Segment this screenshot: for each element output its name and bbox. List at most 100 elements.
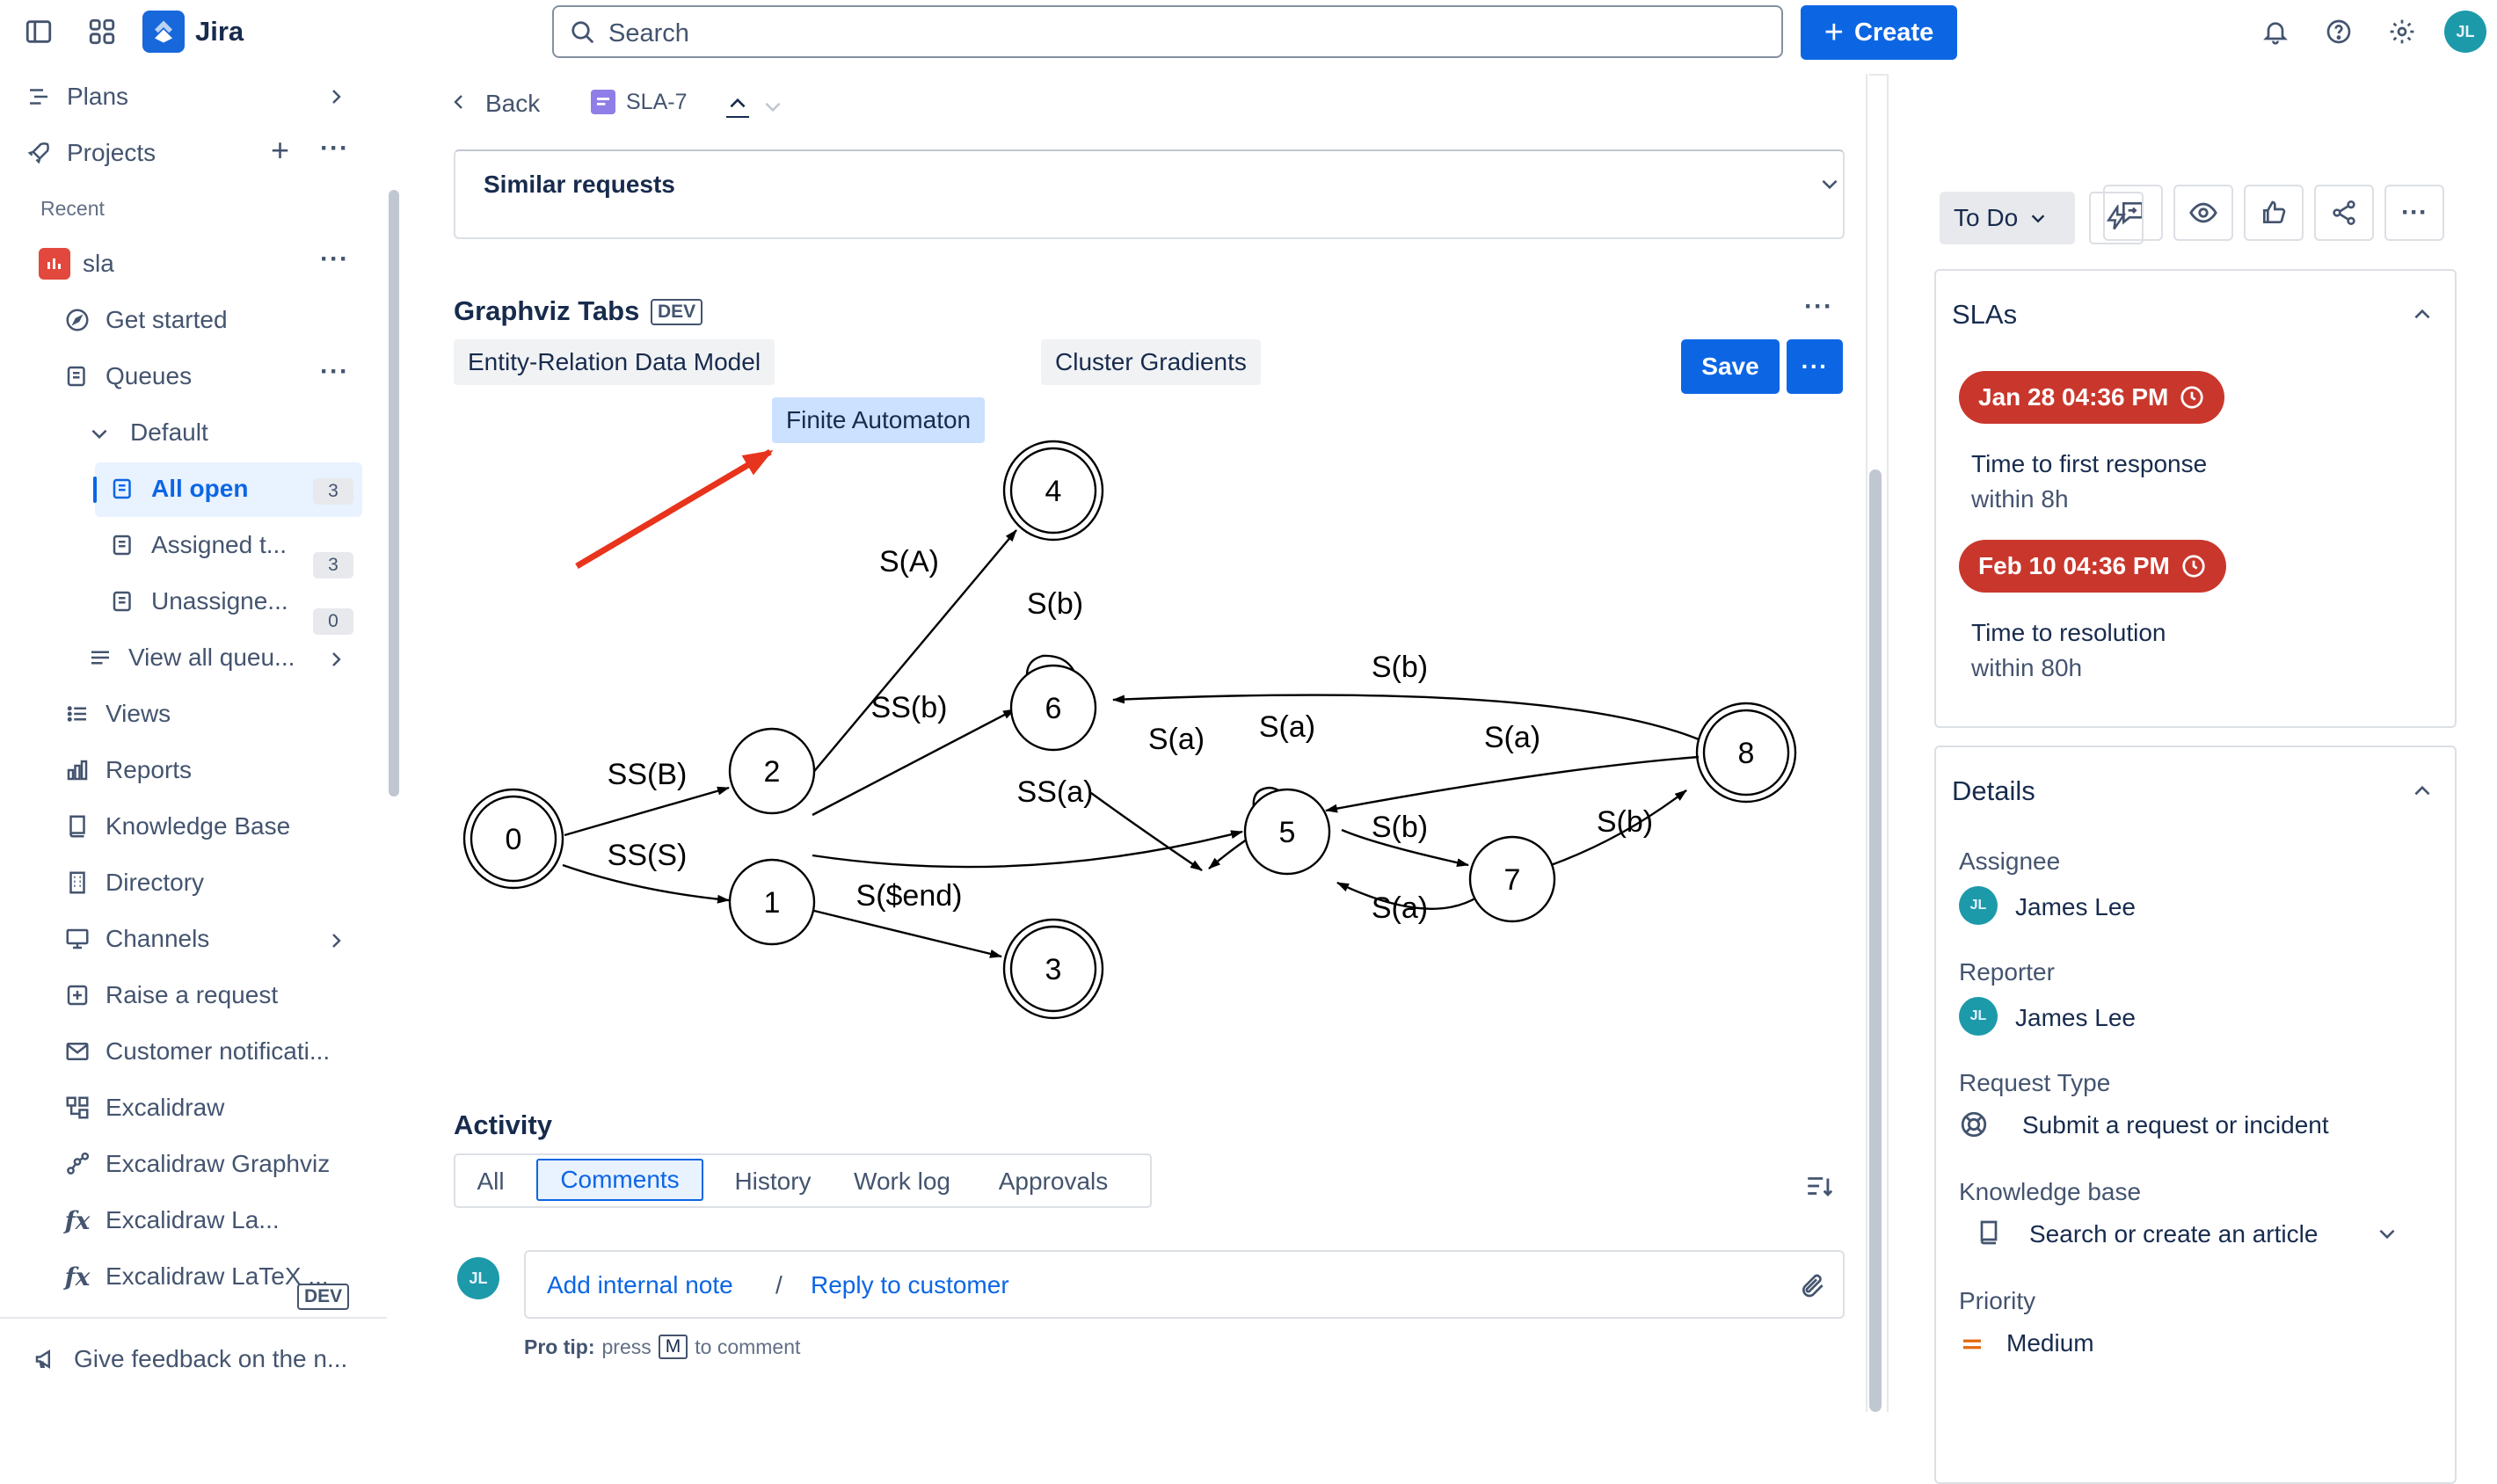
- sidebar-item-excalidraw-la[interactable]: fx Excalidraw La...: [62, 1204, 280, 1236]
- chevron-left-icon[interactable]: [448, 91, 470, 113]
- tab-history[interactable]: History: [734, 1168, 812, 1195]
- sidebar-item-excalidraw-latex[interactable]: fx Excalidraw LaTeX ...: [62, 1261, 329, 1292]
- tab-entity-relation[interactable]: Entity-Relation Data Model: [454, 339, 775, 385]
- priority-value[interactable]: Medium: [2006, 1329, 2094, 1357]
- compass-icon: [62, 304, 93, 336]
- main-scrollbar[interactable]: [1869, 469, 1882, 1412]
- kb-search-field[interactable]: Search or create an article: [2029, 1220, 2319, 1248]
- more-actions-icon[interactable]: ···: [2384, 185, 2444, 241]
- back-link[interactable]: Back: [485, 90, 541, 117]
- assignee-value[interactable]: James Lee: [2015, 893, 2136, 920]
- user-avatar[interactable]: JL: [2444, 11, 2486, 53]
- sidebar-item-views[interactable]: Views: [62, 698, 171, 730]
- status-label: To Do: [1954, 204, 2019, 231]
- sidebar-item-get-started[interactable]: Get started: [62, 304, 228, 336]
- edge-label: S(b): [1372, 651, 1428, 684]
- chevron-right-icon[interactable]: [325, 930, 346, 951]
- reply-to-customer-link[interactable]: Reply to customer: [811, 1271, 1009, 1298]
- more-actions-icon[interactable]: ···: [320, 134, 349, 163]
- sidebar-item-knowledge-base[interactable]: Knowledge Base: [62, 811, 290, 842]
- give-feedback-link[interactable]: Give feedback on the n...: [30, 1343, 347, 1375]
- project-more-icon[interactable]: ···: [320, 244, 349, 273]
- queues-more-icon[interactable]: ···: [320, 357, 349, 386]
- tab-all[interactable]: All: [477, 1168, 505, 1195]
- graphviz-more-icon[interactable]: ···: [1804, 292, 1833, 321]
- sidebar-item-label: Excalidraw Graphviz: [106, 1150, 331, 1177]
- sidebar-item-plans[interactable]: Plans: [23, 81, 128, 113]
- request-type-value[interactable]: Submit a request or incident: [2022, 1111, 2329, 1138]
- tab-work-log[interactable]: Work log: [854, 1168, 950, 1195]
- node-label: 5: [1279, 816, 1296, 849]
- jira-logo-icon[interactable]: [142, 11, 185, 53]
- chevron-down-icon[interactable]: [88, 422, 111, 445]
- tab-cluster-gradients[interactable]: Cluster Gradients: [1041, 339, 1261, 385]
- sidebar-item-project-sla[interactable]: sla: [39, 248, 114, 280]
- share-icon[interactable]: [2314, 185, 2374, 241]
- sidebar-item-customer-notifications[interactable]: Customer notificati...: [62, 1036, 330, 1067]
- sidebar-scrollbar[interactable]: [389, 190, 399, 797]
- details-title: Details: [1952, 775, 2035, 806]
- save-button[interactable]: Save: [1681, 339, 1780, 394]
- dev-tag: DEV: [297, 1284, 350, 1310]
- sidebar-item-label: All open: [151, 475, 249, 502]
- sidebar-item-channels[interactable]: Channels: [62, 923, 209, 955]
- sidebar-toggle-icon[interactable]: [14, 7, 63, 56]
- feedback-chat-icon[interactable]: [2103, 185, 2163, 241]
- chevron-down-icon[interactable]: [1818, 172, 1841, 195]
- status-dropdown[interactable]: To Do: [1940, 192, 2075, 244]
- reporter-avatar: JL: [1959, 997, 1998, 1036]
- function-fx-icon: fx: [64, 1262, 91, 1291]
- issue-key[interactable]: SLA-7: [626, 90, 688, 114]
- sidebar-item-unassigned[interactable]: Unassigne...: [107, 586, 288, 617]
- details-panel: Details Assignee JL James Lee Reporter J…: [1934, 746, 2457, 1484]
- add-project-plus-icon[interactable]: +: [271, 132, 290, 168]
- thumbs-up-icon[interactable]: [2244, 185, 2304, 241]
- chevron-right-icon[interactable]: [325, 86, 346, 107]
- reporter-value[interactable]: James Lee: [2015, 1004, 2136, 1031]
- selected-indicator: [93, 476, 97, 503]
- sla-goal: within 80h: [1971, 654, 2083, 681]
- chevron-down-icon[interactable]: [761, 95, 784, 118]
- tab-comments[interactable]: Comments: [536, 1159, 703, 1201]
- watch-eye-icon[interactable]: [2173, 185, 2233, 241]
- sidebar-item-raise-request[interactable]: Raise a request: [62, 979, 278, 1011]
- app-name[interactable]: Jira: [195, 16, 244, 47]
- sidebar-item-excalidraw-graphviz[interactable]: Excalidraw Graphviz: [62, 1148, 330, 1180]
- app-switcher-icon[interactable]: [77, 7, 127, 56]
- edge-label: S(a): [1484, 721, 1540, 754]
- all-open-row[interactable]: All open: [107, 473, 248, 505]
- chevron-down-icon[interactable]: [2376, 1222, 2399, 1245]
- search-input[interactable]: Search: [552, 5, 1783, 58]
- notifications-bell-icon[interactable]: [2251, 7, 2300, 56]
- sidebar-item-directory[interactable]: Directory: [62, 867, 204, 898]
- sort-icon[interactable]: [1804, 1171, 1834, 1201]
- keyboard-key-m: M: [658, 1335, 688, 1359]
- edge-0-2: [564, 786, 730, 837]
- sidebar-item-excalidraw[interactable]: Excalidraw: [62, 1092, 224, 1124]
- similar-requests-panel[interactable]: Similar requests: [454, 149, 1845, 239]
- search-placeholder: Search: [608, 19, 689, 47]
- chevron-up-icon[interactable]: [726, 91, 749, 114]
- tab-finite-automaton[interactable]: Finite Automaton: [772, 397, 986, 443]
- chevron-right-icon[interactable]: [325, 649, 346, 670]
- attachment-icon[interactable]: [1799, 1271, 1827, 1299]
- divider: [1866, 74, 1867, 1412]
- help-icon[interactable]: [2314, 7, 2363, 56]
- megaphone-icon: [30, 1343, 62, 1375]
- add-internal-note-link[interactable]: Add internal note: [547, 1271, 733, 1298]
- tab-approvals[interactable]: Approvals: [998, 1168, 1109, 1195]
- chevron-up-icon[interactable]: [2411, 779, 2434, 802]
- comment-box[interactable]: Add internal note / Reply to customer: [524, 1250, 1845, 1319]
- sidebar-item-view-all-queues[interactable]: View all queu...: [84, 642, 295, 673]
- settings-gear-icon[interactable]: [2377, 7, 2427, 56]
- save-options-icon[interactable]: ···: [1787, 339, 1843, 394]
- chevron-up-icon[interactable]: [2411, 302, 2434, 325]
- automation-lightning-icon[interactable]: [2089, 192, 2144, 244]
- sidebar-item-reports[interactable]: Reports: [62, 754, 192, 786]
- create-button[interactable]: + Create: [1801, 5, 1957, 60]
- sidebar-item-queues[interactable]: Queues: [62, 360, 192, 392]
- sidebar-item-assigned[interactable]: Assigned t...: [107, 529, 287, 561]
- sidebar-item-projects[interactable]: Projects: [23, 137, 156, 169]
- clock-icon: [2182, 555, 2205, 578]
- queue-group-default[interactable]: Default: [130, 418, 208, 446]
